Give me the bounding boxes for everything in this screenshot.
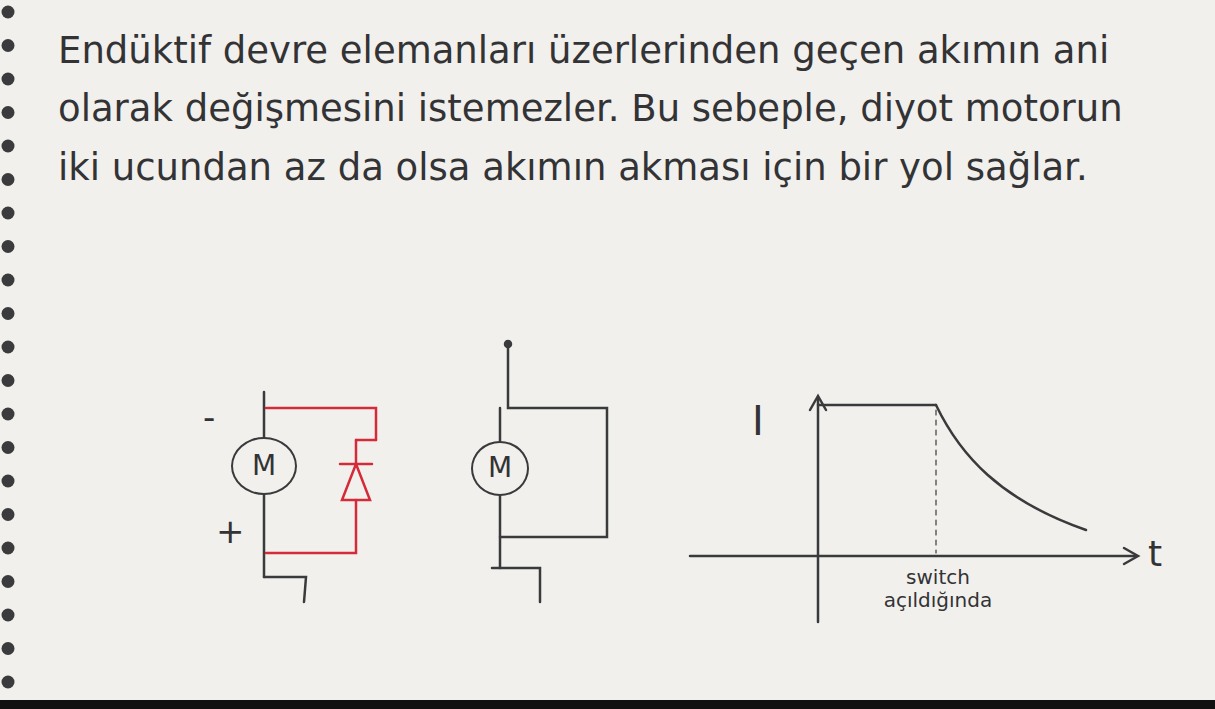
spiral-hole (2, 542, 15, 555)
annotation: switch açıldığında (878, 566, 998, 612)
spiral-hole (2, 207, 15, 220)
spiral-hole (2, 106, 15, 119)
motor-symbol: M (231, 437, 297, 495)
motor-symbol: M (471, 441, 529, 496)
note-text: Endüktif devre elemanları üzerlerinden g… (58, 22, 1148, 197)
bottom-edge (0, 700, 1215, 709)
spiral-hole (2, 240, 15, 253)
spiral-hole (2, 73, 15, 86)
axis-label: t (1148, 533, 1162, 574)
polarity-sign: - (203, 398, 215, 437)
spiral-hole (2, 408, 15, 421)
axis-label: I (752, 398, 764, 444)
spiral-hole (2, 140, 15, 153)
motor-letter: M (252, 452, 276, 480)
spiral-hole (2, 374, 15, 387)
spiral-hole (2, 39, 15, 52)
spiral-hole (2, 341, 15, 354)
spiral-hole (2, 642, 15, 655)
spiral-hole (2, 307, 15, 320)
polarity-sign: + (216, 512, 245, 551)
spiral-holes (2, 6, 15, 689)
current-graph (690, 396, 1138, 622)
motor-circuit-wires (264, 392, 306, 602)
spiral-hole (2, 173, 15, 186)
spiral-hole (2, 508, 15, 521)
spiral-hole (2, 274, 15, 287)
motor-letter: M (488, 454, 512, 482)
spiral-hole (2, 575, 15, 588)
diode-path (266, 408, 376, 553)
spiral-hole (2, 441, 15, 454)
spiral-hole (2, 609, 15, 622)
spiral-hole (2, 6, 15, 19)
spiral-hole (2, 475, 15, 488)
spiral-hole (2, 676, 15, 689)
